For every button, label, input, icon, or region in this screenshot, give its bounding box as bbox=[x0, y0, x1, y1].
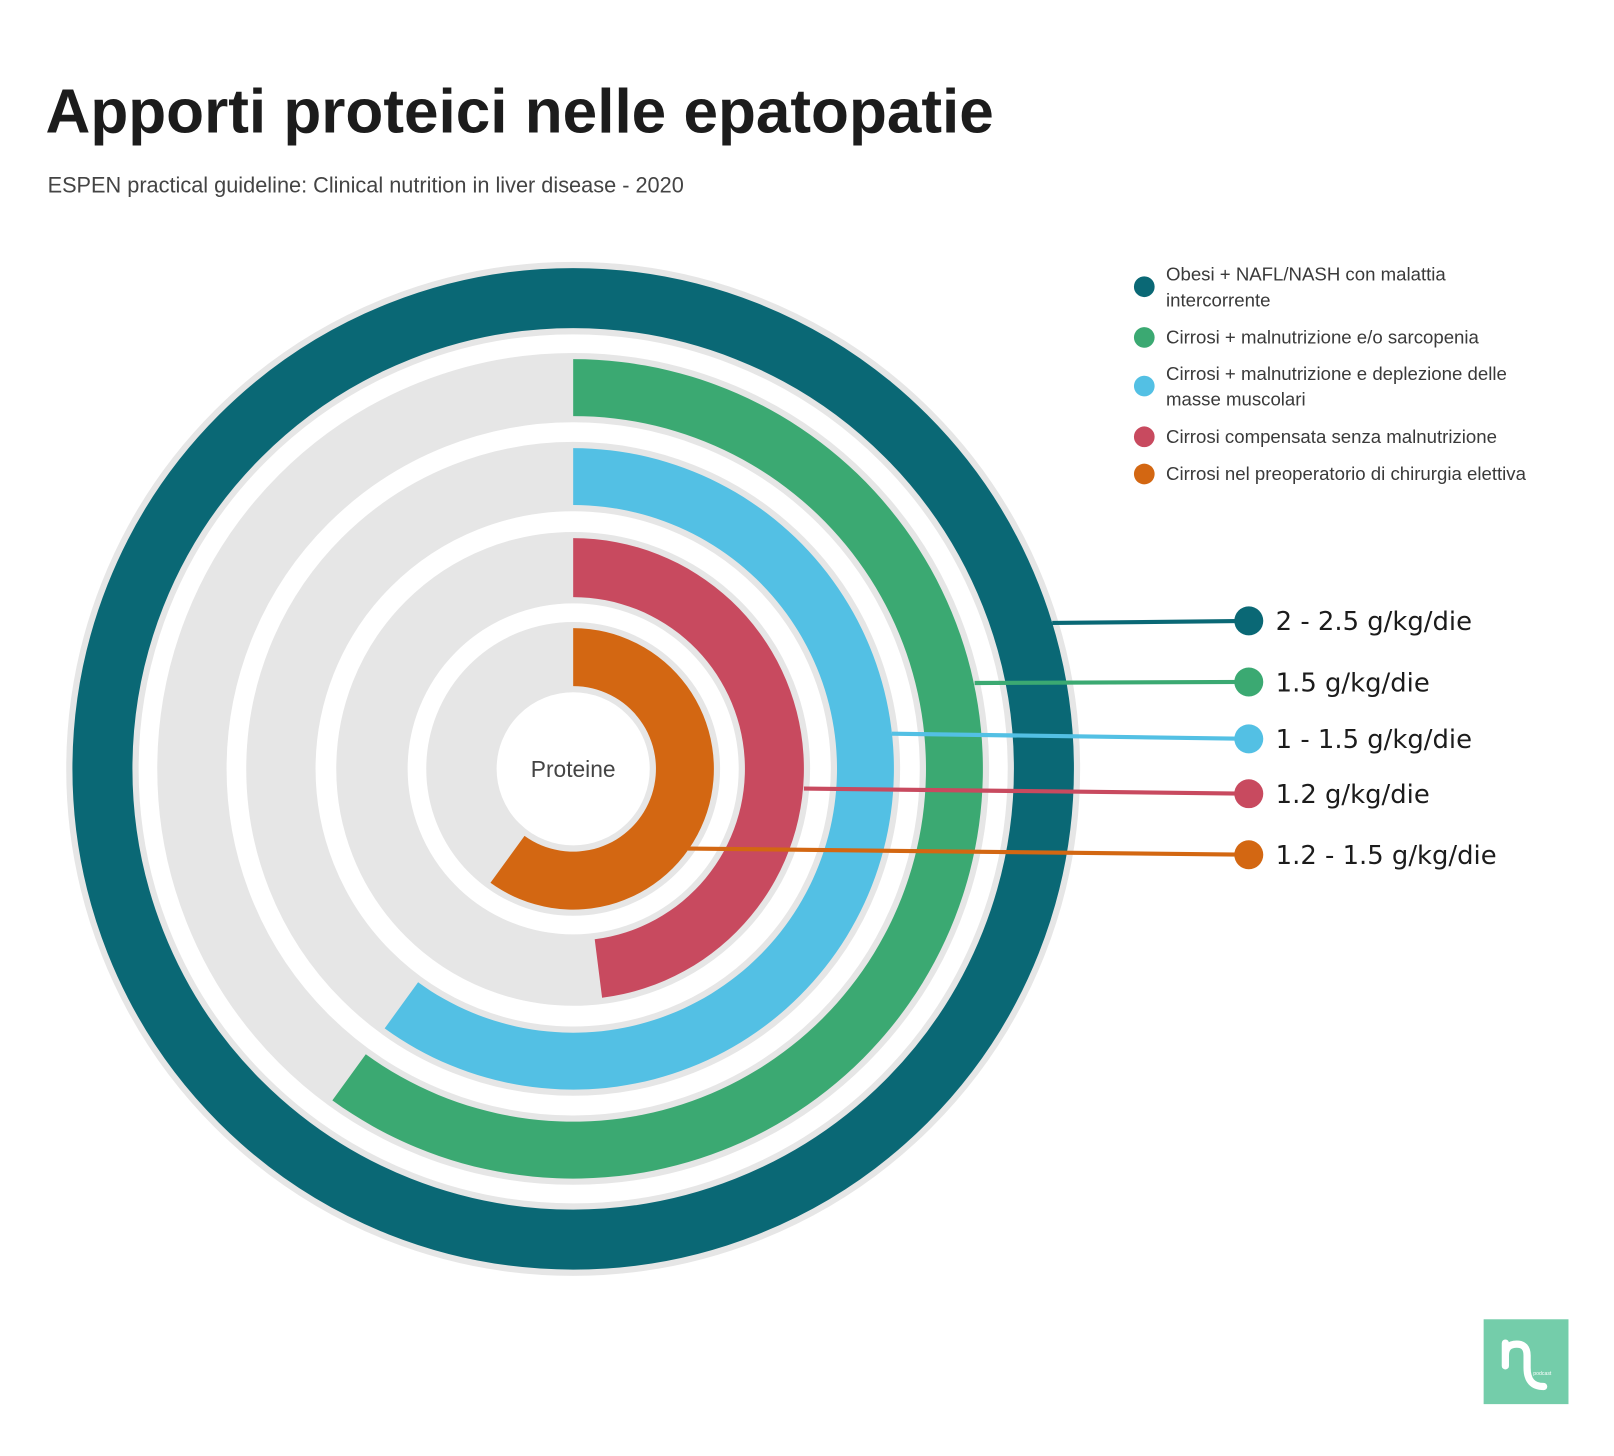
logo-mark-icon bbox=[1501, 1339, 1548, 1391]
chart-subtitle: ESPEN practical guideline: Clinical nutr… bbox=[48, 173, 684, 198]
legend-label: masse muscolari bbox=[1166, 389, 1306, 410]
leader-dot bbox=[1234, 667, 1264, 697]
legend: Obesi + NAFL/NASH con malattia intercorre… bbox=[1133, 264, 1527, 485]
data-label: 1 - 1.5 g/kg/die bbox=[1276, 725, 1472, 755]
ring-arc bbox=[332, 359, 983, 1179]
data-label: 2 - 2.5 g/kg/die bbox=[1276, 607, 1472, 637]
legend-swatch bbox=[1133, 375, 1155, 397]
center-label: Proteine bbox=[531, 756, 616, 782]
center-hole bbox=[497, 693, 649, 845]
data-label: 1.2 - 1.5 g/kg/die bbox=[1276, 841, 1497, 871]
legend-label: Obesi + NAFL/NASH con malattia bbox=[1166, 264, 1446, 285]
legend-label: intercorrente bbox=[1166, 289, 1270, 310]
legend-swatch bbox=[1133, 327, 1155, 348]
ring-arc bbox=[490, 628, 714, 910]
legend-label: Cirrosi + malnutrizione e deplezione del… bbox=[1166, 363, 1507, 384]
legend-swatch bbox=[1133, 463, 1155, 485]
leader-dot bbox=[1234, 724, 1264, 754]
ring-arcs bbox=[72, 268, 1074, 1270]
leader-line bbox=[891, 731, 1249, 741]
leader-line bbox=[687, 846, 1249, 857]
data-label: 1.2 g/kg/die bbox=[1276, 780, 1430, 810]
legend-swatch bbox=[1133, 426, 1155, 448]
ring-arc bbox=[384, 448, 894, 1090]
logo: podcast bbox=[1483, 1319, 1569, 1405]
leader-dot bbox=[1234, 779, 1264, 809]
ring-arc bbox=[573, 538, 804, 998]
data-label: 1.5 g/kg/die bbox=[1276, 668, 1430, 698]
legend-label: Cirrosi nel preoperatorio di chirurgia e… bbox=[1166, 463, 1527, 484]
logo-subtext: podcast bbox=[1533, 1371, 1552, 1377]
chart-title: Apporti proteici nelle epatopatie bbox=[46, 78, 994, 147]
legend-swatch bbox=[1133, 276, 1155, 298]
legend-label: Cirrosi compensata senza malnutrizione bbox=[1166, 426, 1497, 447]
leader-line bbox=[803, 786, 1249, 796]
leader-dot bbox=[1234, 606, 1264, 636]
ring-arc bbox=[72, 268, 1074, 1270]
legend-label: Cirrosi + malnutrizione e/o sarcopenia bbox=[1166, 327, 1480, 348]
leader-line bbox=[1052, 618, 1249, 626]
value-leaders: 2 - 2.5 g/kg/die 1.5 g/kg/die 1 - 1.5 g/kg… bbox=[687, 606, 1497, 871]
leader-dot bbox=[1234, 840, 1264, 870]
leader-line bbox=[974, 679, 1249, 686]
